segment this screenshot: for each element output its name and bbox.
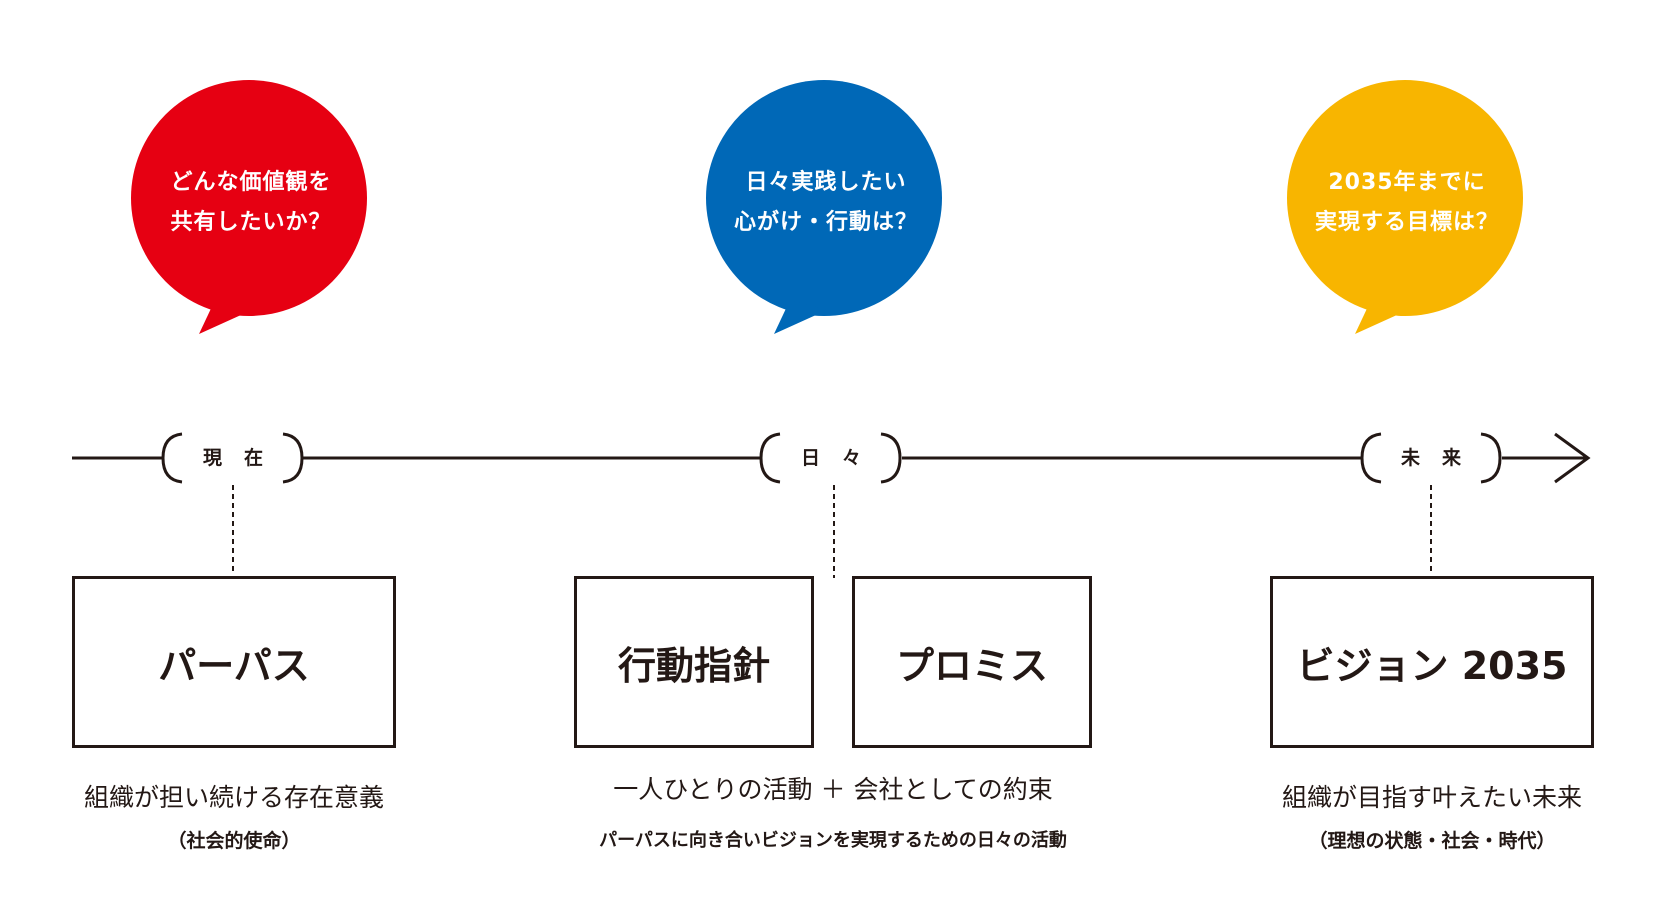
future-subdescription: （理想の状態・社会・時代） xyxy=(1308,830,1556,852)
bubble-daily-line1: 日々実践したい xyxy=(745,170,907,195)
bubble-future-text: 2035年までに 実現する目標は？ xyxy=(1287,163,1527,243)
present-subdescription: （社会的使命） xyxy=(167,830,301,852)
present-description: 組織が担い続ける存在意義 xyxy=(83,783,384,812)
bubble-daily-text: 日々実践したい 心がけ・行動は？ xyxy=(706,163,946,243)
daily-description: 一人ひとりの活動 ＋ 会社としての約束 xyxy=(613,775,1053,804)
bubble-present-line2: 共有したいか？ xyxy=(170,210,332,235)
dashed-connectors xyxy=(232,485,1432,578)
bubble-future-line2: 実現する目標は？ xyxy=(1314,210,1499,235)
timeline-label-future: 未来 xyxy=(1400,447,1483,469)
bubble-present-text: どんな価値観を 共有したいか？ xyxy=(131,163,371,243)
purpose-box: パーパス xyxy=(72,576,396,748)
timeline-label-present: 現在 xyxy=(202,447,285,469)
bubble-present-line1: どんな価値観を xyxy=(170,170,332,195)
timeline-brackets xyxy=(161,432,1502,484)
bubble-daily-line2: 心がけ・行動は？ xyxy=(733,210,918,235)
bubble-future-line1: 2035年までに xyxy=(1328,170,1486,195)
bubble-present-shape xyxy=(131,80,367,334)
future-description: 組織が目指す叶えたい未来 xyxy=(1281,783,1582,812)
timeline-label-daily: 日々 xyxy=(800,447,883,469)
promise-box: プロミス xyxy=(852,576,1092,748)
timeline-arrowhead xyxy=(1554,432,1591,484)
guideline-box: 行動指針 xyxy=(574,576,814,748)
bubble-daily-shape xyxy=(706,80,942,334)
daily-subdescription: パーパスに向き合いビジョンを実現するための日々の活動 xyxy=(599,830,1067,851)
vision-box: ビジョン 2035 xyxy=(1270,576,1594,748)
bubble-future-shape xyxy=(1287,80,1523,334)
